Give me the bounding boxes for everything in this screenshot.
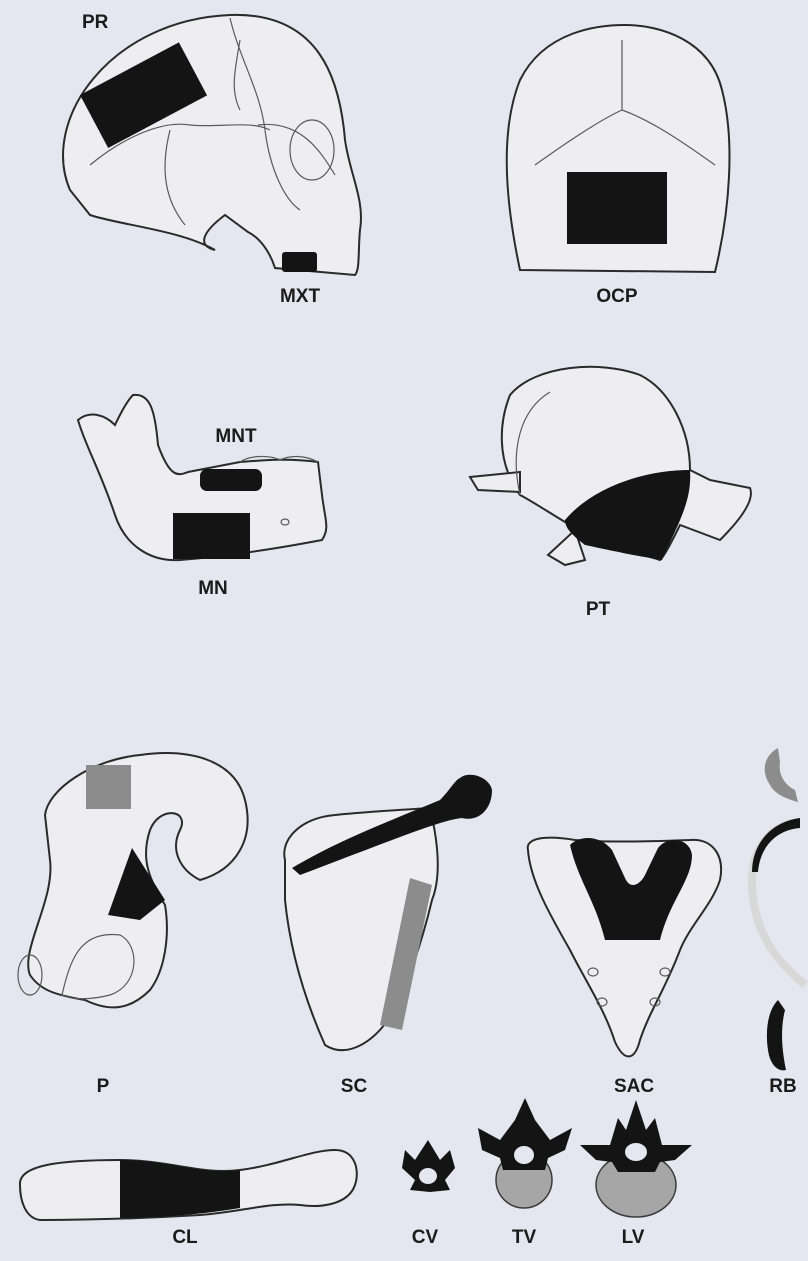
ocp-sample-block: [567, 172, 667, 244]
clavicle: [20, 1150, 357, 1220]
styloid-process: [470, 472, 520, 492]
petrous-temporal: [470, 367, 751, 565]
tv-foramen: [514, 1146, 534, 1164]
mn-label: MN: [198, 578, 228, 600]
cv-label: CV: [412, 1227, 438, 1249]
lumbar-vertebra: [580, 1100, 692, 1217]
cl-label: CL: [172, 1227, 197, 1249]
cl-sample-block: [120, 1160, 240, 1218]
tv-label: TV: [512, 1227, 536, 1249]
rib: [752, 748, 805, 1070]
cv-sample-block: [402, 1140, 455, 1192]
p-label: P: [97, 1076, 110, 1098]
skull-lateral: [63, 15, 361, 275]
mnt-label: MNT: [215, 426, 256, 448]
lv-sample-block: [580, 1100, 692, 1172]
pr-label: PR: [82, 12, 108, 34]
pt-label: PT: [586, 599, 610, 621]
sacrum: [528, 838, 721, 1057]
lv-foramen: [625, 1143, 647, 1161]
skull-posterior: [507, 25, 730, 272]
ocp-label: OCP: [596, 286, 637, 308]
mnt-sample-block: [200, 469, 262, 491]
thoracic-vertebra: [478, 1098, 572, 1208]
sac-label: SAC: [614, 1076, 654, 1098]
rb-grey-upper: [765, 748, 798, 802]
p-grey-sample-block: [86, 765, 131, 809]
pelvis: [18, 753, 248, 1007]
mandible: [78, 395, 326, 560]
rb-label: RB: [769, 1076, 796, 1098]
scapula: [284, 775, 492, 1050]
rb-lower-sample: [767, 1000, 786, 1070]
mxt-sample-block: [282, 252, 317, 272]
sacrum-outline: [528, 838, 721, 1057]
cv-foramen: [419, 1168, 437, 1184]
sc-label: SC: [341, 1076, 367, 1098]
mxt-label: MXT: [280, 286, 320, 308]
cervical-vertebra: [402, 1140, 455, 1192]
lv-label: LV: [622, 1227, 645, 1249]
mn-sample-block: [173, 513, 250, 559]
